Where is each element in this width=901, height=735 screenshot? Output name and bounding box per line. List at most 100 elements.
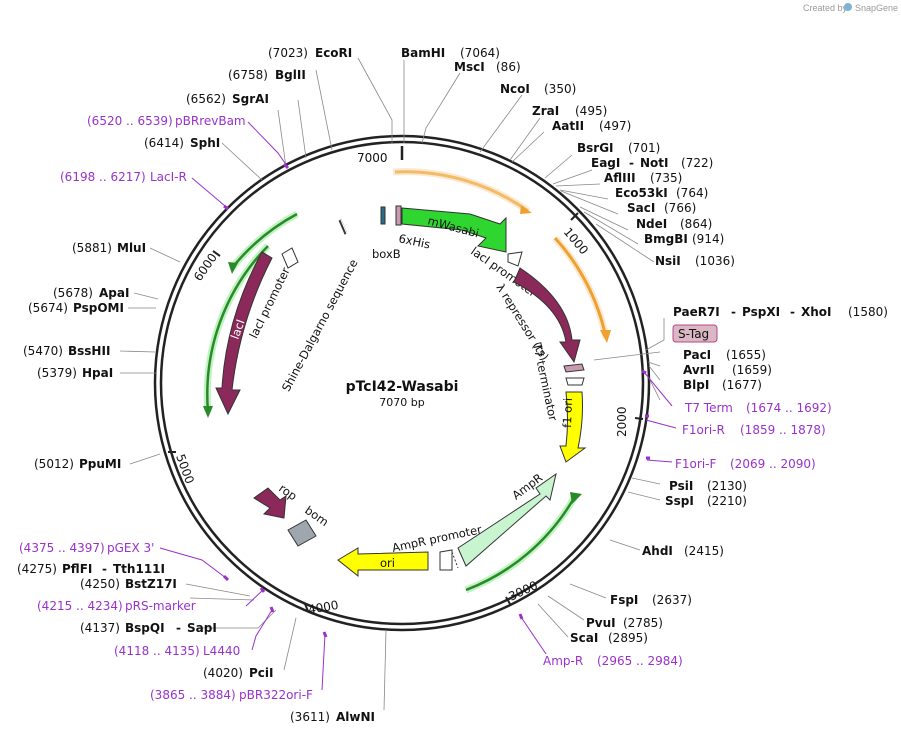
svg-text:(1580): (1580) (848, 305, 888, 319)
site-afliii: AflIII (604, 171, 636, 185)
site-bsrgi: BsrGI (577, 141, 614, 155)
svg-text:(2415): (2415) (684, 544, 724, 558)
svg-text:(1659): (1659) (732, 363, 772, 377)
boxb-box (380, 206, 386, 225)
svg-text:(4375 .. 4397): (4375 .. 4397) (19, 541, 105, 555)
svg-text:(6520 .. 6539): (6520 .. 6539) (87, 114, 173, 128)
site-avrii: AvrII (683, 363, 715, 377)
laci-promoter-right-arrow (507, 251, 523, 267)
stag-label: S-Tag (678, 327, 709, 341)
svg-text:(495): (495) (575, 104, 607, 118)
laci-translation-arc (206, 245, 269, 413)
laci-promoter-left-arrow (281, 247, 299, 269)
site-nsii: NsiI (655, 254, 681, 268)
site-pspomi: PspOMI (73, 301, 124, 315)
svg-text:(2965 .. 2984): (2965 .. 2984) (597, 654, 683, 668)
site-ndei: NdeI (636, 217, 667, 231)
f1-ori-label: f1 ori (560, 398, 575, 428)
svg-text:-: - (629, 156, 634, 170)
svg-text:(4215 .. 4234): (4215 .. 4234) (37, 599, 123, 613)
site-xhoi: XhoI (801, 305, 832, 319)
t7-terminator-arrow-icon (565, 377, 585, 386)
svg-text:(1674 .. 1692): (1674 .. 1692) (746, 401, 832, 415)
svg-text:-: - (790, 305, 795, 319)
svg-text:(2785): (2785) (623, 616, 663, 630)
site-msci: MscI (454, 60, 485, 74)
svg-text:-: - (176, 621, 181, 635)
primer-f1orif: F1ori-F (675, 457, 716, 471)
site-zrai: ZraI (532, 104, 559, 118)
site-pvui: PvuI (586, 616, 616, 630)
site-noti: NotI (640, 156, 669, 170)
site-pspxi: PspXI (742, 305, 780, 319)
primer-pgex3: pGEX 3' (107, 541, 154, 555)
rop-arrow (253, 487, 287, 519)
site-bmgbi: BmgBI (644, 232, 688, 246)
site-saci: SacI (627, 201, 655, 215)
primer-t7term: T7 Term (684, 401, 733, 415)
svg-text:(350): (350) (544, 82, 576, 96)
plasmid-size: 7070 bp (379, 396, 424, 409)
svg-text:(1859 .. 1878): (1859 .. 1878) (740, 423, 826, 437)
site-scai: ScaI (570, 631, 598, 645)
svg-text:(1655): (1655) (726, 348, 766, 362)
primer-lacir: LacI-R (150, 170, 187, 184)
site-ncoi: NcoI (500, 82, 530, 96)
svg-text:(2637): (2637) (652, 593, 692, 607)
svg-text:(2895): (2895) (608, 631, 648, 645)
primer-pbr322orif: pBR322ori-F (239, 688, 313, 702)
site-ecori: EcoRI (315, 46, 352, 60)
svg-text:(766): (766) (664, 201, 696, 215)
tick-label-4000: 4000 (307, 598, 340, 617)
svg-text:-: - (102, 562, 107, 576)
ori-label: ori (380, 556, 395, 570)
site-bstz17i: BstZ17I (125, 577, 177, 591)
svg-text:(701): (701) (628, 141, 660, 155)
primer-ampr: Amp-R (543, 654, 583, 668)
snapgene-credit: Created by SnapGene (803, 3, 898, 13)
svg-text:(6758): (6758) (228, 68, 268, 82)
site-bsshii: BssHII (68, 344, 110, 358)
site-sspi: SspI (665, 494, 694, 508)
tick-label-7000: 7000 (357, 151, 388, 165)
site-sapi: SapI (187, 621, 217, 635)
site-alwni: AlwNI (336, 710, 375, 724)
svg-text:(4250): (4250) (80, 577, 120, 591)
leader-lines (119, 57, 665, 711)
site-paer7i: PaeR7I (673, 305, 720, 319)
restriction-sites-left: (7023) EcoRI (6758) BglII (6562) SgrAI (… (17, 46, 375, 724)
ampr-translation-arc (465, 497, 576, 592)
restriction-sites-right: BamHI (7064) MscI (86) NcoI (350) ZraI (… (401, 46, 888, 645)
svg-text:(2069 .. 2090): (2069 .. 2090) (730, 457, 816, 471)
backbone-inner-circle (159, 140, 645, 626)
svg-text:(1036): (1036) (695, 254, 735, 268)
ampr-promoter-arrow (439, 549, 453, 571)
svg-text:(5379): (5379) (37, 366, 77, 380)
site-ppumi: PpuMI (79, 457, 121, 471)
svg-text:(722): (722) (681, 156, 713, 170)
ampr-arrow (457, 472, 557, 567)
svg-text:(6414): (6414) (144, 136, 184, 150)
primer-l4440: L4440 (203, 644, 240, 658)
primer-labels: (6520 .. 6539) pBRrevBam (6198 .. 6217) … (19, 114, 832, 702)
svg-text:(6562): (6562) (186, 92, 226, 106)
site-tth111i: Tth111I (113, 562, 165, 576)
svg-text:(2130): (2130) (707, 479, 747, 493)
site-blpi: BlpI (683, 378, 709, 392)
site-sphi: SphI (190, 136, 220, 150)
site-fspi: FspI (610, 593, 638, 607)
site-apai: ApaI (99, 286, 129, 300)
tick-label-3000: 3000 (506, 578, 540, 604)
laci-label: lacI (228, 317, 248, 341)
site-sgrai: SgrAI (232, 92, 269, 106)
site-hpai: HpaI (82, 366, 113, 380)
site-eco53ki: Eco53kI (615, 186, 668, 200)
backbone (153, 134, 651, 632)
bom-box (287, 519, 317, 547)
svg-text:(5470): (5470) (23, 344, 63, 358)
ori-arrow (337, 547, 429, 578)
his-label: 6xHis (397, 231, 431, 251)
svg-text:(5881): (5881) (72, 241, 112, 255)
laci-arrow (215, 251, 273, 416)
